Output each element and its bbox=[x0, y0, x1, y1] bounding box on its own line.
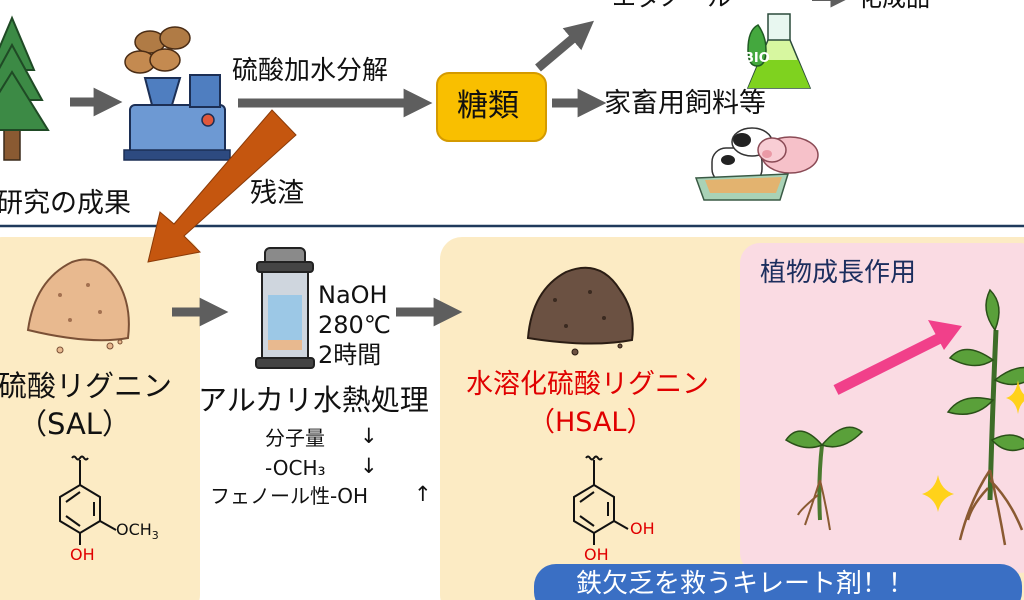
feed-label: 家畜用飼料等 bbox=[604, 88, 766, 119]
change-methoxy: -OCH₃ bbox=[265, 456, 326, 480]
change-molecular-weight-arrow: ↓ bbox=[360, 424, 378, 448]
chelator-banner-text: 鉄欠乏を救うキレート剤！！ bbox=[576, 569, 915, 599]
sal-oh-label: OH bbox=[70, 545, 95, 564]
growth-arrow-head bbox=[928, 320, 962, 350]
hydrolysis-label: 硫酸加水分解 bbox=[232, 56, 389, 86]
change-phenolic-oh-arrow: ↑ bbox=[414, 482, 432, 506]
reactor-illustration bbox=[255, 247, 315, 369]
bio-label: BIO bbox=[744, 51, 770, 66]
residue-arrow bbox=[147, 109, 297, 263]
change-phenolic-oh: フェノール性-OH bbox=[210, 484, 368, 508]
change-methoxy-arrow: ↓ bbox=[360, 454, 378, 478]
results-label: 研究の成果 bbox=[0, 188, 131, 219]
seedling-illustration bbox=[784, 426, 864, 531]
sugar-box bbox=[436, 72, 547, 142]
sal-och3-label: OCH3 bbox=[116, 520, 159, 543]
residue-label: 残渣 bbox=[250, 178, 304, 209]
condition-temperature: 280℃ bbox=[318, 311, 391, 339]
hsal-oh-label: OH bbox=[584, 545, 609, 564]
grown-plant-illustration bbox=[946, 288, 1024, 546]
hydrolysis-machine-illustration bbox=[123, 26, 231, 161]
hsal-abbr: （HSAL） bbox=[528, 407, 654, 438]
sal-structure-diagram bbox=[59, 455, 117, 545]
hsal-structure-diagram bbox=[573, 455, 629, 545]
bio-flask-icon bbox=[746, 13, 812, 89]
sal-abbr: （SAL） bbox=[18, 407, 131, 441]
treatment-label: アルカリ水熱処理 bbox=[198, 383, 429, 417]
hsal-oh-label: OH bbox=[630, 519, 655, 538]
sparkle-icon bbox=[922, 475, 954, 512]
livestock-illustration bbox=[694, 127, 819, 201]
hsal-powder-illustration bbox=[526, 266, 634, 356]
tree-illustration bbox=[0, 15, 50, 161]
growth-arrow bbox=[833, 331, 947, 395]
sal-powder-illustration bbox=[26, 258, 130, 354]
sparkle-icon bbox=[1006, 380, 1024, 414]
chemicals-label: 化成品 bbox=[858, 0, 930, 10]
plant-growth-label: 植物成長作用 bbox=[760, 258, 917, 288]
sugar-label: 糖類 bbox=[457, 88, 519, 124]
sal-name: 硫酸リグニン bbox=[0, 369, 173, 403]
change-molecular-weight: 分子量 bbox=[265, 426, 325, 450]
ethanol-label: エタノール bbox=[612, 0, 731, 10]
hsal-name: 水溶化硫酸リグニン bbox=[466, 369, 709, 400]
arrow-to-ethanol bbox=[535, 20, 595, 72]
chelator-banner bbox=[534, 564, 1022, 600]
condition-time: 2時間 bbox=[318, 341, 382, 369]
condition-naoh: NaOH bbox=[318, 281, 388, 309]
